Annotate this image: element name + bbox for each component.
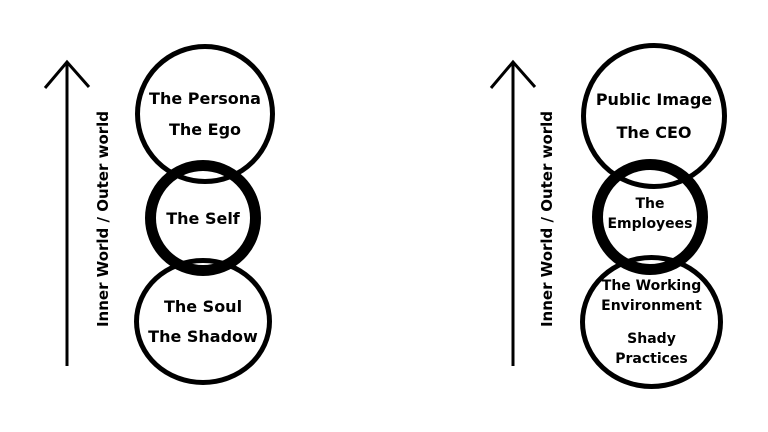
circle-label: The Ego [168, 120, 242, 139]
working-environment-circle: The Working Environment Shady Practices [580, 255, 723, 389]
circle-label: The Self [166, 208, 240, 228]
circle-label: Shady [627, 330, 676, 347]
employees-circle: The Employees [592, 159, 708, 275]
up-arrow-icon [43, 59, 91, 366]
circle-label: Environment [601, 297, 702, 314]
circle-label: The Persona [149, 89, 261, 108]
circle-label: Practices [615, 350, 688, 367]
circle-label: The [635, 196, 665, 212]
circle-label: The Shadow [148, 326, 258, 346]
inner-outer-world-axis-label: Inner World / Outer world [538, 110, 556, 328]
self-circle: The Self [145, 160, 261, 276]
circle-label: The Soul [163, 296, 243, 316]
circle-label: The CEO [616, 123, 692, 142]
circle-label: The Working [601, 277, 702, 294]
soul-shadow-circle: The Soul The Shadow [134, 258, 272, 385]
inner-outer-world-axis-label: Inner World / Outer world [94, 110, 112, 328]
up-arrow-icon [489, 59, 537, 366]
circle-label: Employees [607, 216, 693, 232]
public-image-ceo-circle: Public Image The CEO [581, 43, 727, 189]
circle-label: Public Image [595, 90, 713, 109]
